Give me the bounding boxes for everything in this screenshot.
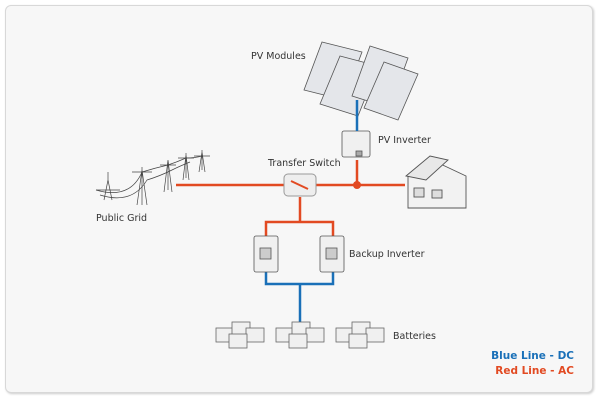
batteries-icon — [215, 321, 385, 349]
ac-lines — [176, 160, 405, 236]
power-grid-pylons-icon — [95, 150, 210, 206]
label-transfer-switch: Transfer Switch — [267, 158, 341, 169]
label-backup-inverter: Backup Inverter — [349, 249, 425, 260]
dc-lines — [264, 100, 359, 322]
label-public-grid: Public Grid — [96, 213, 147, 224]
legend-dc: Blue Line - DC — [491, 350, 574, 362]
pv-inverter-icon — [341, 130, 371, 158]
label-batteries: Batteries — [393, 331, 436, 342]
ac-junction — [353, 181, 361, 189]
label-pv-inverter: PV Inverter — [378, 135, 431, 146]
house-icon — [404, 155, 467, 209]
label-pv-modules: PV Modules — [251, 51, 306, 62]
backup-inverter-icon — [253, 235, 345, 273]
pv-modules-icon — [303, 41, 419, 121]
legend-ac: Red Line - AC — [495, 365, 574, 377]
transfer-switch-icon[interactable] — [283, 173, 317, 197]
